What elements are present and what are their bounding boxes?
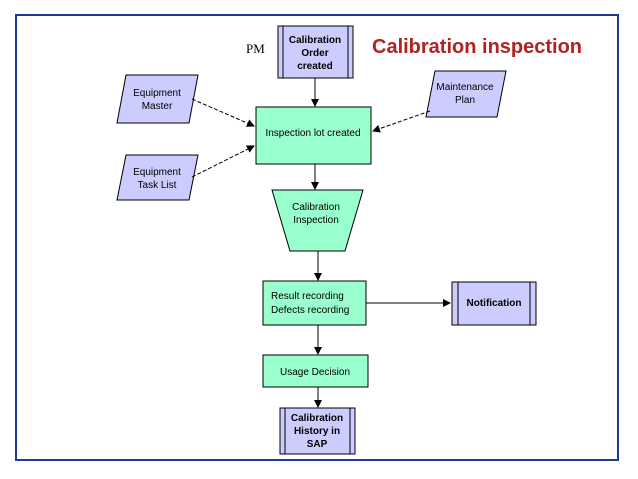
pm-label: PM	[246, 41, 265, 56]
calibration-history-line-3: SAP	[307, 439, 328, 450]
equipment-master-node: Equipment Master	[116, 74, 199, 124]
maintenance-plan-line-2: Plan	[455, 95, 475, 106]
equipment-task-list-node: Equipment Task List	[116, 154, 199, 201]
maintenance-plan-node: Maintenance Plan	[425, 70, 507, 118]
notification-node: Notification	[451, 281, 537, 326]
usage-decision-label: Usage Decision	[280, 367, 350, 378]
calibration-order-node: Calibration Order created	[277, 25, 354, 79]
result-recording-node: Result recording Defects recording	[262, 280, 367, 326]
calibration-history-node: Calibration History in SAP	[279, 407, 356, 455]
arrow-tasklist-to-lot	[191, 145, 255, 178]
result-recording-line-2: Defects recording	[271, 305, 349, 316]
equipment-master-line-2: Master	[142, 101, 173, 112]
calibration-history-line-1: Calibration	[291, 413, 343, 424]
diagram-frame	[15, 14, 619, 461]
calibration-inspection-line-1: Calibration	[292, 202, 340, 213]
calibration-order-line-2: Order	[301, 48, 328, 59]
notification-label: Notification	[467, 298, 522, 309]
arrow-plan-to-lot	[372, 110, 431, 133]
equipment-master-line-1: Equipment	[133, 88, 181, 99]
calibration-order-line-3: created	[297, 61, 333, 72]
result-recording-line-1: Result recording	[271, 291, 344, 302]
calibration-order-line-1: Calibration	[289, 35, 341, 46]
equipment-task-list-line-1: Equipment	[133, 167, 181, 178]
inspection-lot-node: Inspection lot created	[255, 106, 372, 165]
maintenance-plan-line-1: Maintenance	[436, 82, 494, 93]
calibration-inspection-line-2: Inspection	[293, 215, 339, 226]
diagram-title: Calibration inspection	[372, 36, 582, 58]
arrow-master-to-lot	[191, 98, 255, 127]
usage-decision-node: Usage Decision	[262, 354, 369, 388]
equipment-task-list-line-2: Task List	[138, 180, 177, 191]
inspection-lot-label: Inspection lot created	[265, 128, 360, 139]
calibration-history-line-2: History in	[294, 426, 340, 437]
calibration-inspection-node: Calibration Inspection	[271, 189, 364, 252]
